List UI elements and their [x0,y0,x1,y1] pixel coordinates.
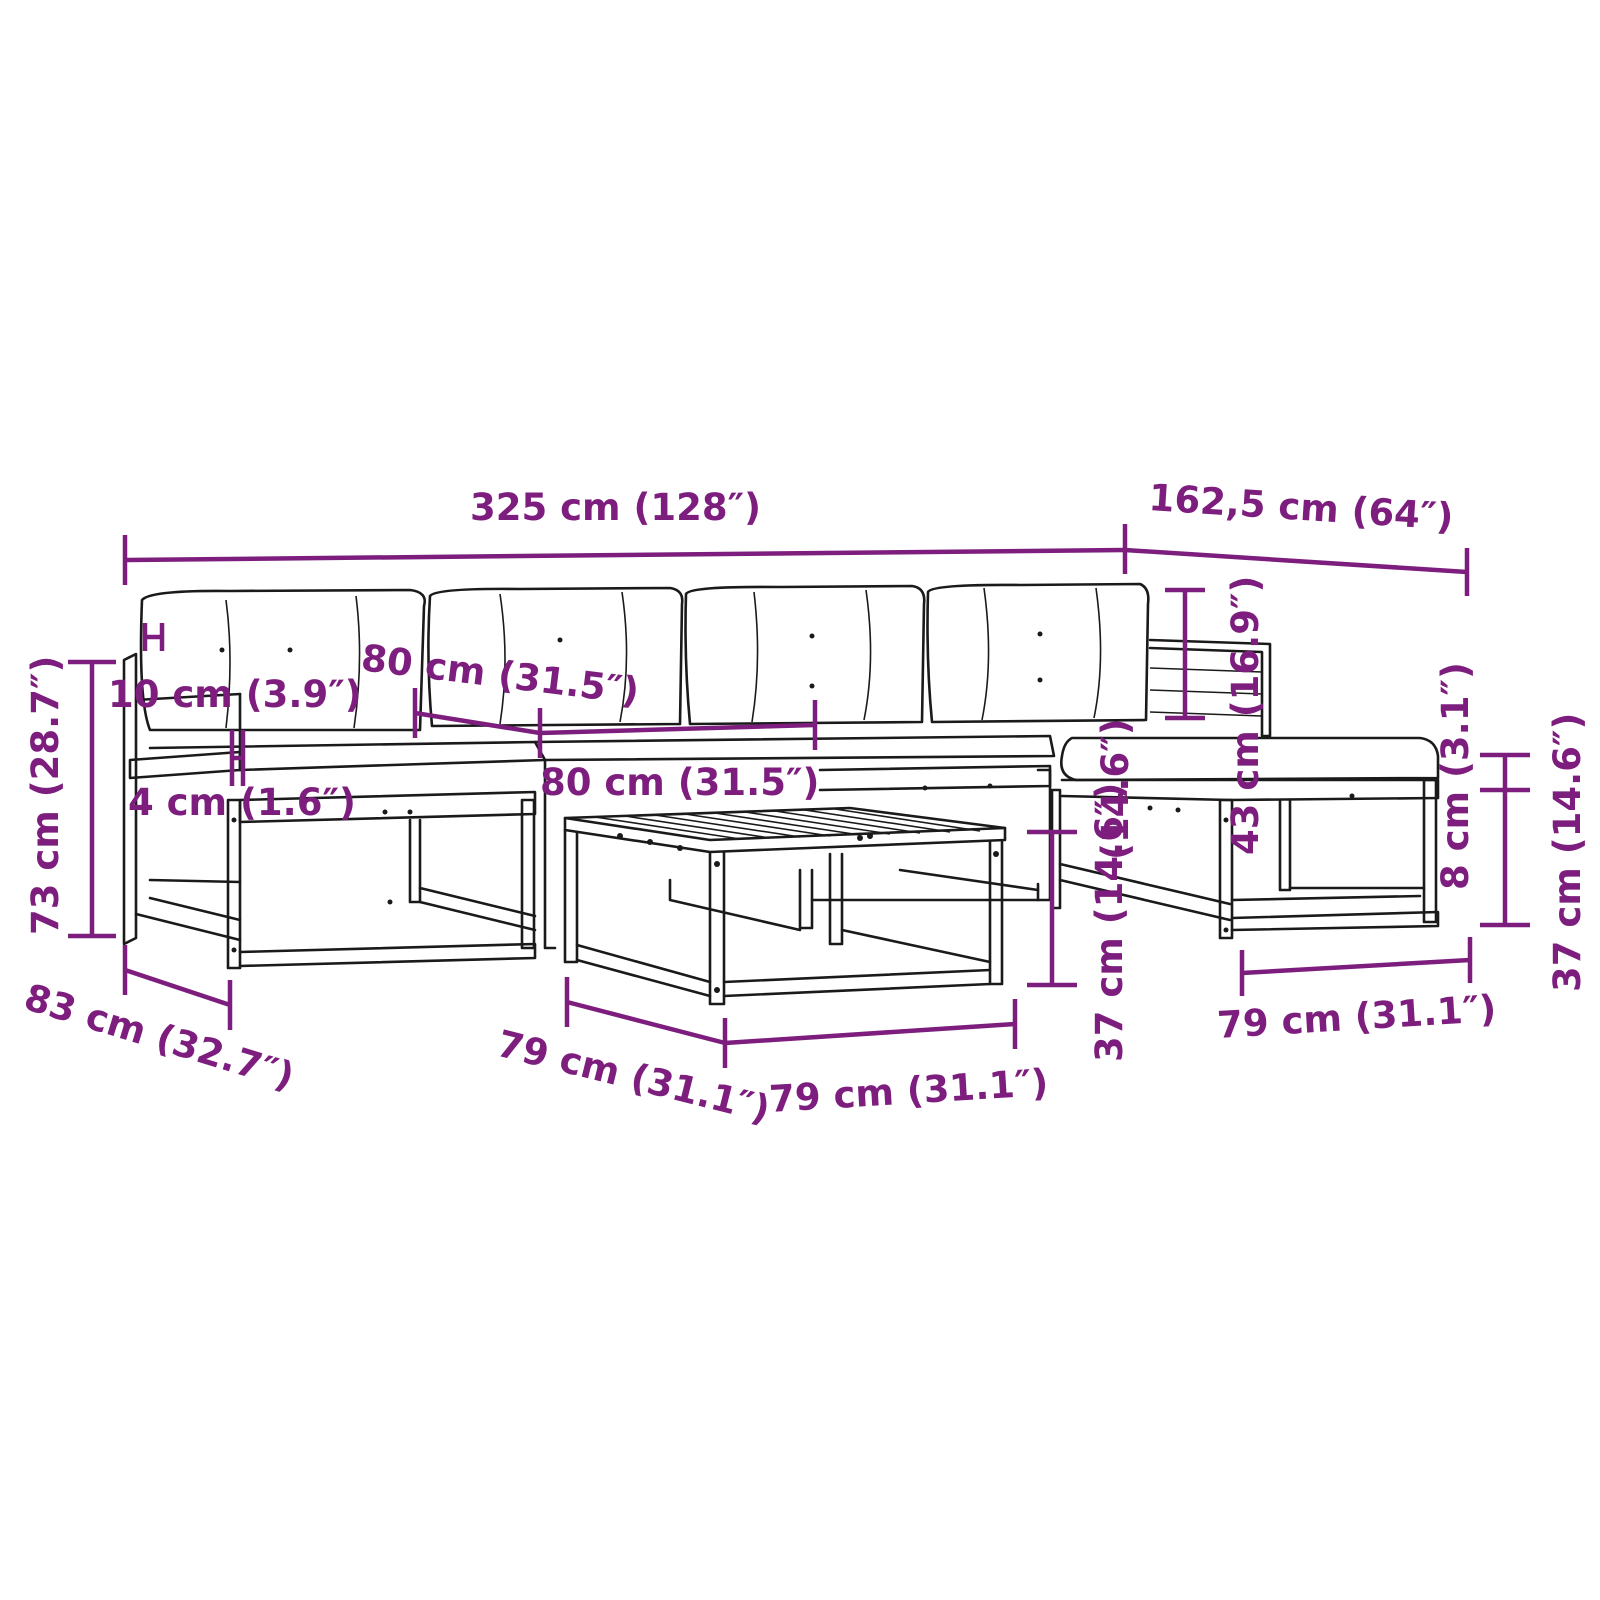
seat-width-front-label: 80 cm (31.5″) [540,761,819,804]
armrest-width-label: 10 cm (3.9″) [108,673,362,716]
seat-depth-label: 83 cm (32.7″) [19,975,299,1098]
armrest-gap-label: 4 cm (1.6″) [128,781,356,824]
table-height-label: 37 cm (14.6″) [1088,783,1131,1062]
back-cushions [139,582,1150,732]
total-width-label: 325 cm (128″) [470,486,761,529]
footstool-seat-height-label: 37 cm (14.6″) [1546,713,1589,992]
coffee-table [563,806,1007,1006]
dimension-lines [68,524,1530,1068]
footstool-height-label: (14.6″) [1094,718,1137,860]
left-sofa-module [122,652,547,970]
sofa-set-drawing [122,582,1440,1006]
seat-width-back-label: 80 cm (31.5″) [359,636,642,713]
table-width-label: 79 cm (31.1″) [768,1061,1049,1121]
total-depth-label: 162,5 cm (64″) [1147,476,1454,539]
dimension-labels: 325 cm (128″) 162,5 cm (64″) 43 cm (16.9… [19,476,1589,1131]
footstool-width-label: 79 cm (31.1″) [1216,987,1497,1047]
middle-sofa-modules [533,734,1056,950]
footstool-module [1050,638,1440,940]
backrest-height-label: 43 cm (16.9″) [1224,576,1267,855]
table-depth-label: 79 cm (31.1″) [493,1022,774,1131]
total-height-label: 73 cm (28.7″) [24,656,67,935]
cushion-thickness-label: 8 cm (3.1″) [1434,662,1477,890]
